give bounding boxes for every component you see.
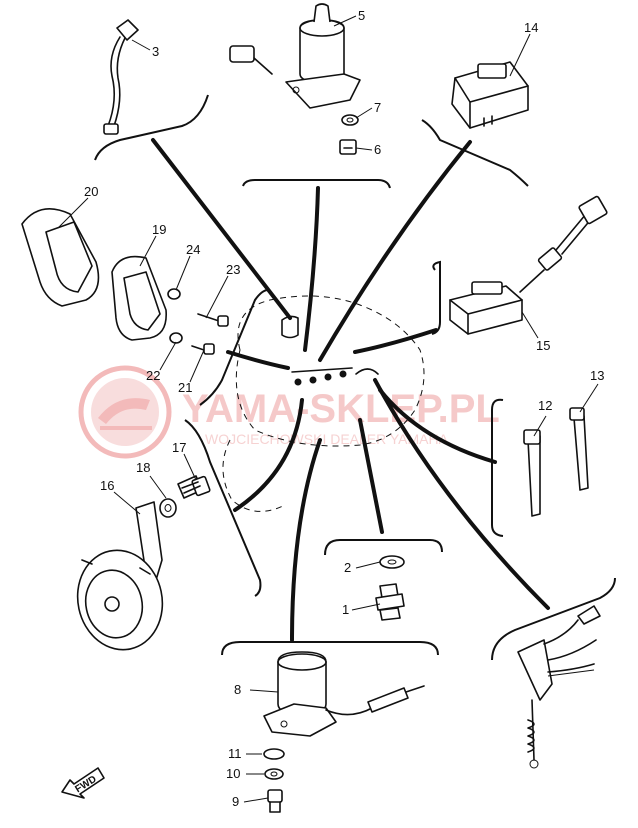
part-18-washer: [159, 498, 177, 518]
callout-10: 10: [226, 766, 240, 781]
callout-11: 11: [228, 746, 242, 761]
callout-19: 19: [152, 222, 166, 237]
part-13-wire-band: [569, 407, 589, 491]
part-8-starter-switch: [263, 651, 425, 737]
callout-16: 16: [100, 478, 114, 493]
part-17-bolt: [177, 475, 211, 499]
group-brackets: [94, 94, 616, 661]
part-12-wire-band: [523, 429, 541, 517]
callout-14: 14: [524, 20, 538, 35]
callout-24: 24: [186, 242, 200, 257]
brake-light-switch: [517, 605, 601, 769]
part-19-turn-signal-lens: [111, 255, 167, 341]
watermark: YAMA-SKLEP.PL WOJCIECHOWSKI DEALER YAMAH…: [78, 365, 500, 459]
part-23-screw: [197, 313, 229, 327]
part-5-relay: [229, 3, 361, 109]
callout-9: 9: [232, 794, 239, 809]
callout-7: 7: [374, 100, 381, 115]
part-6-bolt: [339, 139, 357, 155]
forward-direction-marker: FWD: [61, 767, 105, 799]
part-10-washer: [264, 768, 284, 780]
callout-18: 18: [136, 460, 150, 475]
callout-17: 17: [172, 440, 186, 455]
callout-21: 21: [178, 380, 192, 395]
callout-13: 13: [590, 368, 604, 383]
callout-3: 3: [152, 44, 159, 59]
part-2-washer: [379, 555, 405, 569]
part-7-washer: [341, 114, 359, 126]
callout-15: 15: [536, 338, 550, 353]
part-15-coupler: [449, 195, 608, 335]
callout-labels: 3 5 7 6 14 15 20 19 24 23 22 21 17 18 16…: [84, 8, 604, 809]
part-11-washer: [263, 748, 285, 760]
callout-5: 5: [358, 8, 365, 23]
part-16-horn: [76, 501, 164, 651]
callout-1: 1: [342, 602, 349, 617]
callout-22: 22: [146, 368, 160, 383]
part-9-bolt: [267, 789, 283, 813]
watermark-brand: YAMA-SKLEP.PL: [182, 387, 500, 431]
callout-8: 8: [234, 682, 241, 697]
watermark-logo-icon: [78, 365, 172, 459]
callout-20: 20: [84, 184, 98, 199]
part-22-nut: [169, 332, 183, 344]
arrow-forward-icon: [61, 767, 105, 799]
part-20-turn-signal-lens: [21, 208, 100, 307]
leader-lines: [57, 15, 599, 803]
part-3-sensor: [103, 19, 139, 135]
callout-6: 6: [374, 142, 381, 157]
watermark-tagline: WOJCIECHOWSKI DEALER YAMAHA: [205, 431, 449, 447]
callout-12: 12: [538, 398, 552, 413]
callout-23: 23: [226, 262, 240, 277]
wire-harness: [151, 138, 550, 642]
callout-2: 2: [344, 560, 351, 575]
part-24-nut: [167, 288, 181, 300]
part-1-neutral-switch: [375, 583, 405, 621]
part-14-control-unit: [451, 61, 529, 129]
part-21-screw: [191, 343, 215, 355]
